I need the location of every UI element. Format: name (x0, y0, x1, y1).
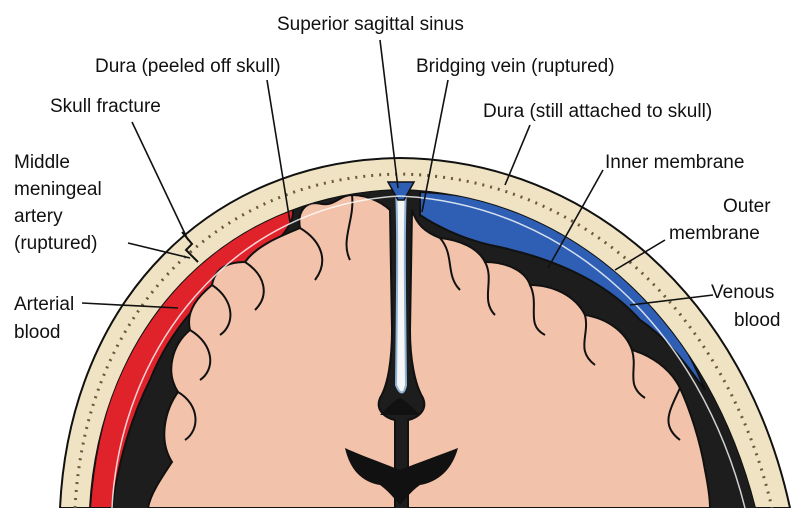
label-arterial-blood-line1: Arterial (14, 294, 74, 315)
label-mma-line4: (ruptured) (14, 233, 97, 254)
label-mma-line2: meningeal (14, 179, 102, 200)
label-dura-attached: Dura (still attached to skull) (483, 101, 712, 122)
label-outer-membrane-line1: Outer (723, 196, 771, 217)
label-venous-blood-line1: Venous (711, 282, 774, 303)
label-bridging-vein: Bridging vein (ruptured) (416, 56, 615, 77)
label-mma-line1: Middle (14, 152, 70, 173)
label-skull-fracture: Skull fracture (50, 96, 161, 117)
label-superior-sagittal-sinus: Superior sagittal sinus (277, 14, 464, 35)
label-mma-line3: artery (14, 206, 63, 227)
label-inner-membrane: Inner membrane (605, 152, 744, 173)
label-outer-membrane-line2: membrane (669, 223, 760, 244)
falx-cerebri (396, 188, 406, 393)
label-arterial-blood-line2: blood (14, 322, 61, 343)
label-dura-peeled: Dura (peeled off skull) (95, 56, 281, 77)
label-venous-blood-line2: blood (734, 310, 781, 331)
